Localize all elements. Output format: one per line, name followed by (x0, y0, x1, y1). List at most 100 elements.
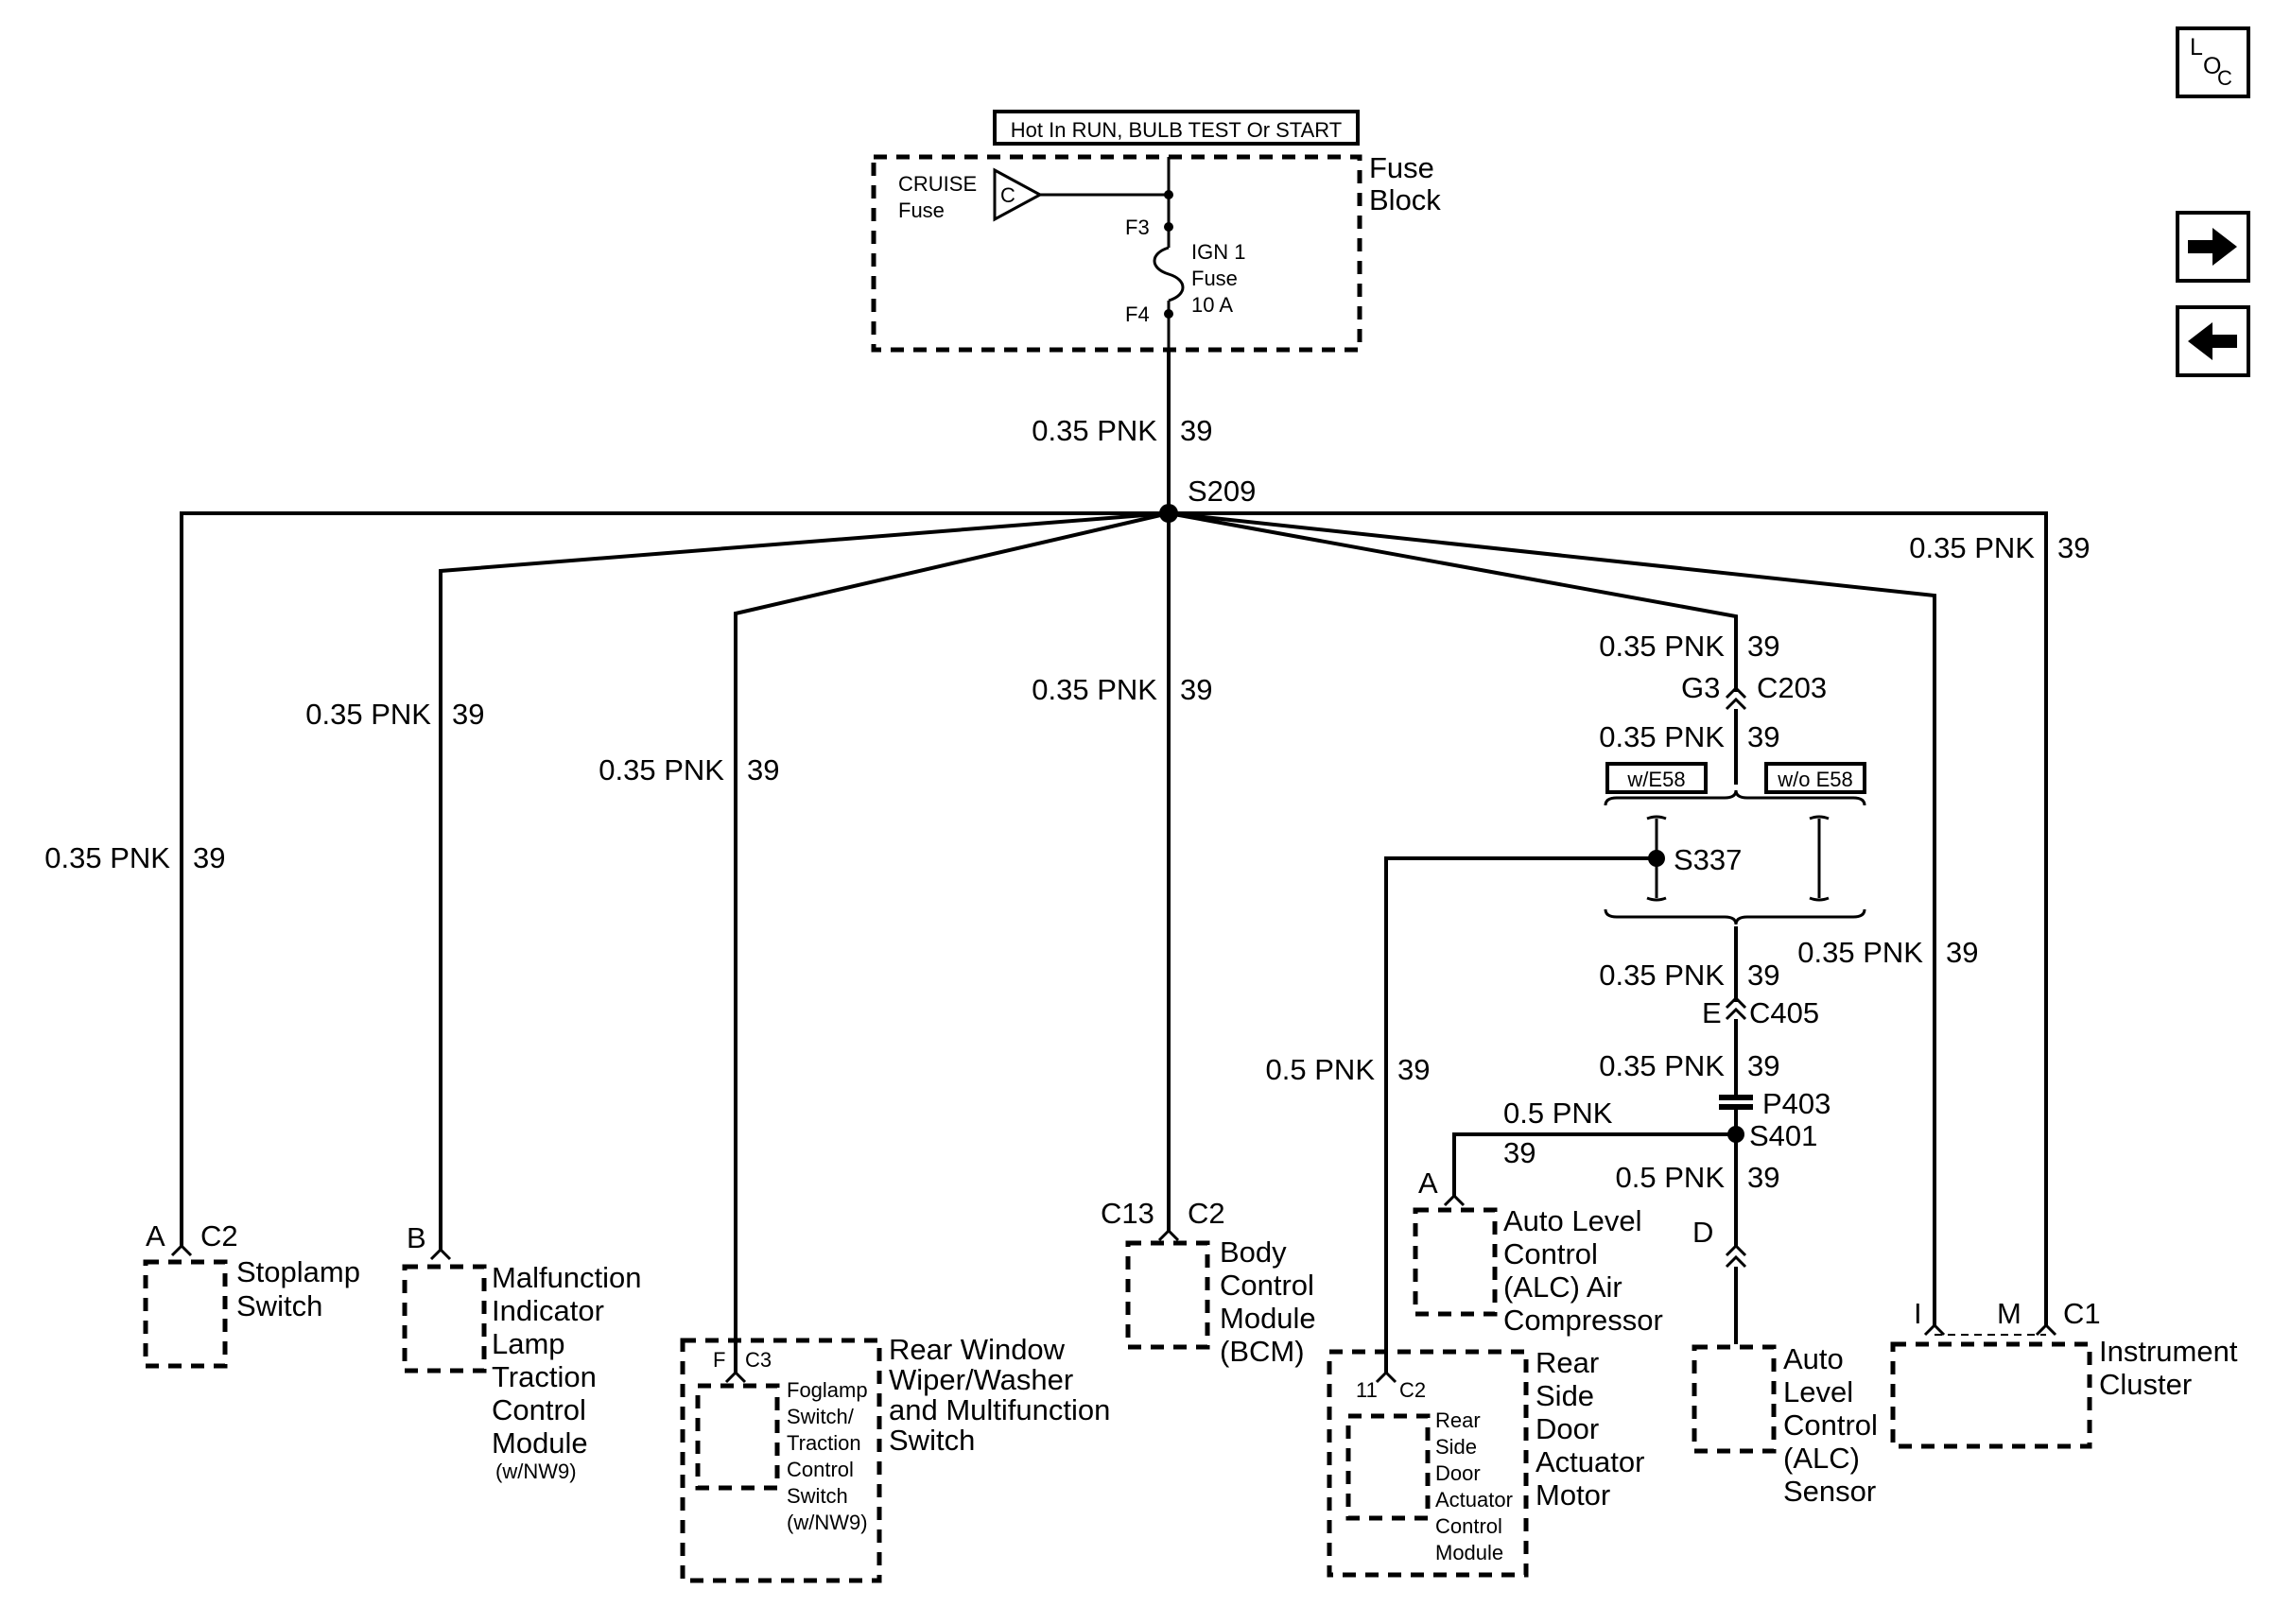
svg-text:39: 39 (747, 753, 779, 786)
next-page-button[interactable] (2176, 211, 2250, 283)
svg-text:and Multifunction: and Multifunction (889, 1393, 1110, 1426)
svg-text:(w/NW9): (w/NW9) (495, 1460, 577, 1483)
svg-text:39: 39 (193, 841, 225, 874)
svg-text:39: 39 (1397, 1053, 1430, 1086)
left-arrow-icon (2188, 322, 2237, 360)
svg-text:(BCM): (BCM) (1220, 1335, 1305, 1368)
previous-page-button[interactable] (2176, 305, 2250, 377)
c203-connector: C203 (1757, 671, 1827, 704)
svg-text:Malfunction: Malfunction (492, 1261, 642, 1294)
stoplamp-switch: Stoplamp Switch (143, 1255, 360, 1369)
svg-text:Switch: Switch (236, 1289, 322, 1322)
mil-branch: 0.35 PNK 39 B (305, 511, 1170, 1261)
cruise-fuse-pin: C (1000, 183, 1015, 207)
cluster-pin-i: I (1914, 1297, 1922, 1330)
svg-text:C: C (2217, 66, 2232, 90)
svg-text:0.35 PNK: 0.35 PNK (1599, 959, 1725, 992)
svg-text:Module: Module (1220, 1302, 1316, 1335)
stoplamp-branch: 0.35 PNK 39 A C2 (44, 511, 1169, 1257)
svg-text:39: 39 (1747, 1161, 1779, 1194)
svg-text:Traction: Traction (787, 1431, 861, 1455)
svg-text:0.5 PNK: 0.5 PNK (1266, 1053, 1376, 1086)
cluster-pin-m: M (1997, 1297, 2021, 1330)
mil-pin: B (407, 1221, 426, 1254)
cluster-branch-m: 0.35 PNK 39 M C1 (1169, 511, 2101, 1337)
svg-text:39: 39 (1747, 630, 1779, 663)
svg-text:Switch: Switch (787, 1484, 848, 1508)
svg-text:0.35 PNK: 0.35 PNK (1599, 630, 1725, 663)
svg-text:Motor: Motor (1536, 1478, 1610, 1512)
svg-text:Module: Module (1435, 1541, 1503, 1564)
svg-text:Indicator: Indicator (492, 1294, 604, 1327)
svg-text:Stoplamp: Stoplamp (236, 1255, 360, 1288)
p403-connector (1719, 1095, 1753, 1110)
svg-text:Rear Window: Rear Window (889, 1333, 1066, 1366)
svg-text:Control: Control (787, 1458, 854, 1481)
ign1-fuse-label-3: 10 A (1191, 293, 1233, 317)
svg-text:w/o E58: w/o E58 (1777, 768, 1853, 791)
instrument-cluster: Instrument Cluster (1890, 1335, 2238, 1449)
svg-text:Rear: Rear (1536, 1346, 1599, 1379)
splice-s401-label: S401 (1749, 1119, 1817, 1152)
svg-text:Control: Control (1783, 1408, 1878, 1442)
svg-text:Auto Level: Auto Level (1503, 1204, 1642, 1237)
alc-branch: 0.35 PNK 39 G3 C203 0.35 PNK 39 w/E58 w/… (1168, 511, 1866, 1402)
c203-pin: G3 (1681, 671, 1720, 704)
svg-text:Compressor: Compressor (1503, 1304, 1663, 1337)
location-button[interactable]: L O C (2176, 26, 2250, 98)
fuse-block-title-2: Block (1369, 183, 1441, 216)
c405-connector: C405 (1749, 996, 1819, 1029)
cruise-fuse-label-1: CRUISE (898, 172, 977, 196)
fuse-block-outline (871, 154, 1362, 353)
svg-text:Rear: Rear (1435, 1408, 1481, 1432)
fuse-terminal-f3: F3 (1125, 216, 1150, 239)
svg-text:Cluster: Cluster (2099, 1368, 2192, 1401)
svg-text:L: L (2190, 34, 2203, 60)
svg-text:Traction: Traction (492, 1360, 597, 1393)
svg-text:O: O (2203, 53, 2221, 79)
door-connector: C2 (1399, 1378, 1426, 1402)
svg-text:Sensor: Sensor (1783, 1475, 1876, 1508)
svg-text:Switch: Switch (889, 1424, 975, 1457)
splice-s209-label: S209 (1188, 475, 1256, 508)
svg-text:Wiper/Washer: Wiper/Washer (889, 1363, 1073, 1396)
stoplamp-pin: A (146, 1219, 165, 1253)
svg-text:39: 39 (1747, 720, 1779, 753)
svg-text:39: 39 (1747, 1049, 1779, 1082)
c405-pin: E (1702, 996, 1722, 1029)
option-without-e58 (1764, 762, 1866, 794)
svg-text:Control: Control (1220, 1269, 1314, 1302)
mil-traction-control-module: Malfunction Indicator Lamp Traction Cont… (402, 1261, 642, 1483)
svg-text:Foglamp: Foglamp (787, 1378, 868, 1402)
svg-text:(ALC): (ALC) (1783, 1442, 1860, 1475)
cruise-fuse-terminal (993, 167, 1044, 222)
alc-air-compressor: Auto Level Control (ALC) Air Compressor (1413, 1204, 1663, 1337)
stoplamp-connector: C2 (200, 1219, 238, 1253)
svg-text:0.35 PNK: 0.35 PNK (44, 841, 170, 874)
svg-text:0.35 PNK: 0.35 PNK (1032, 414, 1157, 447)
fuse-block-title-1: Fuse (1369, 151, 1434, 184)
rear-wiper-pin: F (713, 1348, 725, 1372)
rear-wiper-branch: 0.35 PNK 39 F C3 (599, 511, 1170, 1384)
svg-text:39: 39 (2057, 531, 2090, 564)
rear-wiper-connector: C3 (745, 1348, 772, 1372)
svg-text:Door: Door (1435, 1461, 1481, 1485)
svg-text:39: 39 (1180, 673, 1212, 706)
right-arrow-icon (2188, 228, 2237, 266)
svg-text:0.35 PNK: 0.35 PNK (1909, 531, 2035, 564)
bcm-pin: C13 (1101, 1197, 1154, 1230)
svg-text:Auto: Auto (1783, 1342, 1844, 1375)
splice-s337-label: S337 (1674, 843, 1742, 876)
fuse-block: Hot In RUN, BULB TEST Or START Fuse Bloc… (871, 110, 1441, 353)
svg-text:Switch/: Switch/ (787, 1405, 855, 1428)
cruise-fuse-label-2: Fuse (898, 199, 945, 222)
svg-text:w/E58: w/E58 (1626, 768, 1685, 791)
ign1-fuse-label-1: IGN 1 (1191, 240, 1245, 264)
svg-text:Lamp: Lamp (492, 1327, 565, 1360)
compressor-pin: A (1418, 1166, 1438, 1200)
door-pin: 11 (1356, 1378, 1378, 1402)
svg-text:0.35 PNK: 0.35 PNK (1599, 720, 1725, 753)
svg-text:(w/NW9): (w/NW9) (787, 1511, 868, 1534)
svg-text:39: 39 (1503, 1136, 1536, 1169)
